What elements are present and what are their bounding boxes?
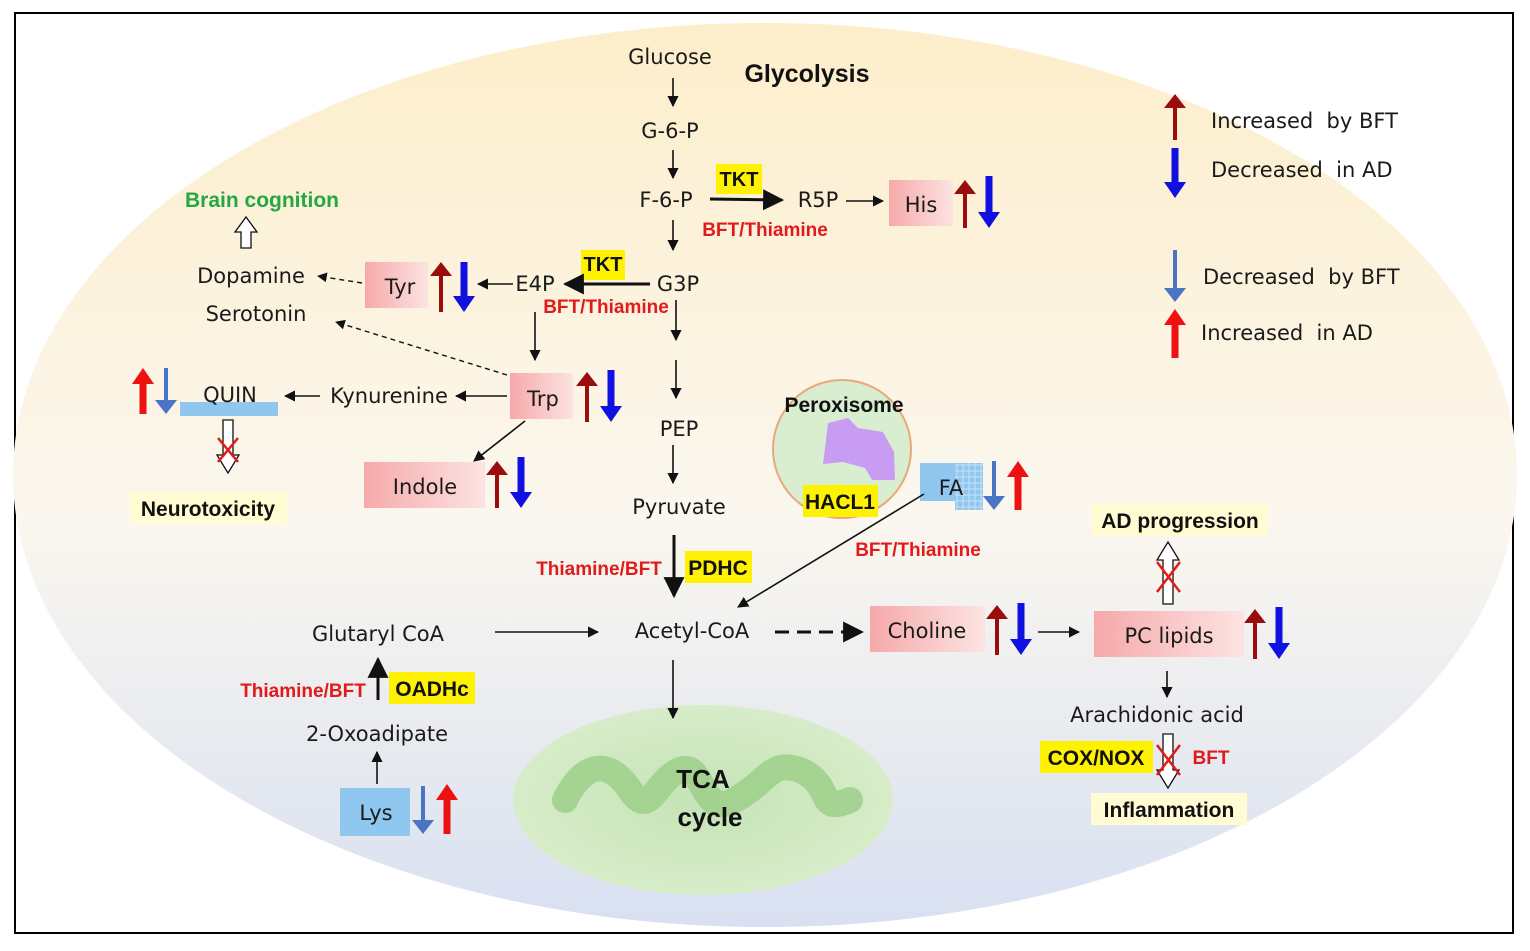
pc-lipids-down-arrow — [1268, 607, 1290, 659]
legend-arrow-1 — [1164, 94, 1186, 140]
fa-box-hatched — [955, 463, 983, 510]
node-pyruvate: Pyruvate — [632, 495, 726, 519]
pc-lipids-box — [1094, 611, 1244, 657]
inflammation-highlight — [1091, 793, 1247, 825]
ad-progression-highlight — [1092, 504, 1268, 536]
enzyme-cox-nox: COX/NOX — [1048, 747, 1145, 770]
legend-label-4: Increased in AD — [1201, 321, 1373, 345]
trp-down-arrow — [600, 370, 622, 422]
tca-label-line2: cycle — [677, 802, 742, 832]
cofactor-cox: BFT — [1193, 748, 1230, 769]
legend-arrow-3 — [1164, 250, 1186, 302]
cox-nox-highlight — [1040, 741, 1153, 773]
node-pc-lipids: PC lipids — [1124, 624, 1213, 648]
outcome-brain-cognition: Brain cognition — [185, 189, 339, 212]
node-glutaryl-coa: Glutaryl CoA — [312, 622, 445, 646]
node-oxoadipate: 2-Oxoadipate — [306, 722, 448, 746]
pdhc-highlight — [685, 551, 752, 583]
node-f6p: F-6-P — [639, 188, 692, 212]
outcome-neurotoxicity: Neurotoxicity — [141, 498, 276, 521]
legend-label-3: Decreased by BFT — [1203, 265, 1400, 289]
indole-down-arrow — [510, 457, 532, 508]
node-trp: Trp — [526, 387, 559, 411]
node-his: His — [905, 193, 938, 217]
quin-down-arrow — [155, 368, 177, 414]
tkt1-highlight — [716, 164, 762, 194]
lys-down-arrow — [412, 786, 434, 834]
blocked-x-icon — [217, 437, 239, 463]
cofactor-tkt-1: BFT/Thiamine — [702, 220, 828, 241]
enzyme-hacl1: HACL1 — [805, 491, 875, 514]
node-g6p: G-6-P — [641, 119, 698, 143]
node-glucose: Glucose — [628, 45, 712, 69]
hacl1-highlight — [803, 485, 878, 517]
enzyme-tkt-1: TKT — [720, 169, 759, 191]
diagram-title: Glycolysis — [744, 60, 869, 88]
peroxisome: Peroxisome HACL1 — [772, 379, 912, 519]
cofactor-pdhc: Thiamine/BFT — [536, 559, 662, 580]
cofactor-fa: BFT/Thiamine — [855, 540, 981, 561]
his-down-arrow — [978, 176, 1000, 228]
node-choline: Choline — [888, 619, 967, 643]
tkt2-highlight — [581, 250, 625, 280]
lys-box — [340, 788, 410, 836]
node-arachidonic-acid: Arachidonic acid — [1070, 703, 1244, 727]
tca-label-line1: TCA — [676, 764, 730, 794]
outcome-ad-progression: AD progression — [1101, 510, 1259, 533]
blocked-x-icon — [1156, 561, 1181, 593]
tyr-box — [365, 262, 428, 308]
node-r5p: R5P — [798, 188, 839, 212]
legend-arrow-4 — [1164, 309, 1186, 358]
mitochondrion: TCA cycle — [513, 705, 893, 895]
tyr-up-arrow — [430, 262, 452, 312]
pc-lipids-up-arrow — [1244, 609, 1266, 659]
ad-progression-arrow — [1155, 540, 1181, 605]
node-pep: PEP — [660, 417, 699, 441]
node-lys: Lys — [359, 801, 392, 825]
trp-box — [510, 373, 573, 419]
node-tyr: Tyr — [384, 275, 416, 299]
cofactor-tkt-2: BFT/Thiamine — [543, 297, 669, 318]
node-dopamine: Dopamine — [197, 264, 305, 288]
indicator-arrows — [132, 176, 1290, 834]
node-kynurenine: Kynurenine — [330, 384, 448, 408]
node-fa: FA — [939, 476, 964, 500]
blocked-x-icon — [1156, 744, 1181, 776]
peroxisome-label: Peroxisome — [784, 394, 903, 417]
choline-down-arrow — [1010, 603, 1032, 655]
quin-up-arrow — [132, 368, 154, 414]
legend-arrow-2 — [1164, 148, 1186, 198]
choline-up-arrow — [986, 605, 1008, 655]
fa-up-arrow — [1007, 461, 1029, 510]
his-up-arrow — [954, 180, 976, 228]
trp-up-arrow — [576, 372, 598, 422]
node-quin: QUIN — [203, 383, 257, 407]
his-box — [889, 180, 953, 226]
node-g3p: G3P — [657, 272, 699, 296]
neurotoxicity-highlight — [130, 492, 287, 524]
indole-up-arrow — [486, 461, 508, 508]
tyr-down-arrow — [453, 262, 475, 312]
oadhc-highlight — [389, 672, 475, 704]
outcome-inflammation: Inflammation — [1104, 799, 1235, 822]
lys-up-arrow — [436, 784, 458, 834]
node-e4p: E4P — [515, 272, 554, 296]
node-serotonin: Serotonin — [206, 302, 307, 326]
enzyme-oadhc: OADHc — [395, 678, 469, 701]
legend-label-1: Increased by BFT — [1211, 109, 1398, 133]
node-acetyl-coa: Acetyl-CoA — [635, 619, 750, 643]
choline-box — [870, 606, 985, 652]
node-indole: Indole — [393, 475, 457, 499]
quin-bar — [180, 402, 278, 416]
enzyme-pdhc: PDHC — [688, 557, 748, 580]
neurotoxicity-arrow — [215, 419, 241, 475]
cognition-arrow — [233, 215, 259, 249]
cofactor-oadhc: Thiamine/BFT — [240, 681, 366, 702]
legend: Increased by BFT Decreased in AD Decreased… — [1164, 94, 1400, 358]
indole-box — [364, 462, 485, 508]
legend-label-2: Decreased in AD — [1211, 158, 1393, 182]
enzyme-tkt-2: TKT — [584, 254, 623, 276]
fa-down-arrow — [983, 461, 1005, 510]
